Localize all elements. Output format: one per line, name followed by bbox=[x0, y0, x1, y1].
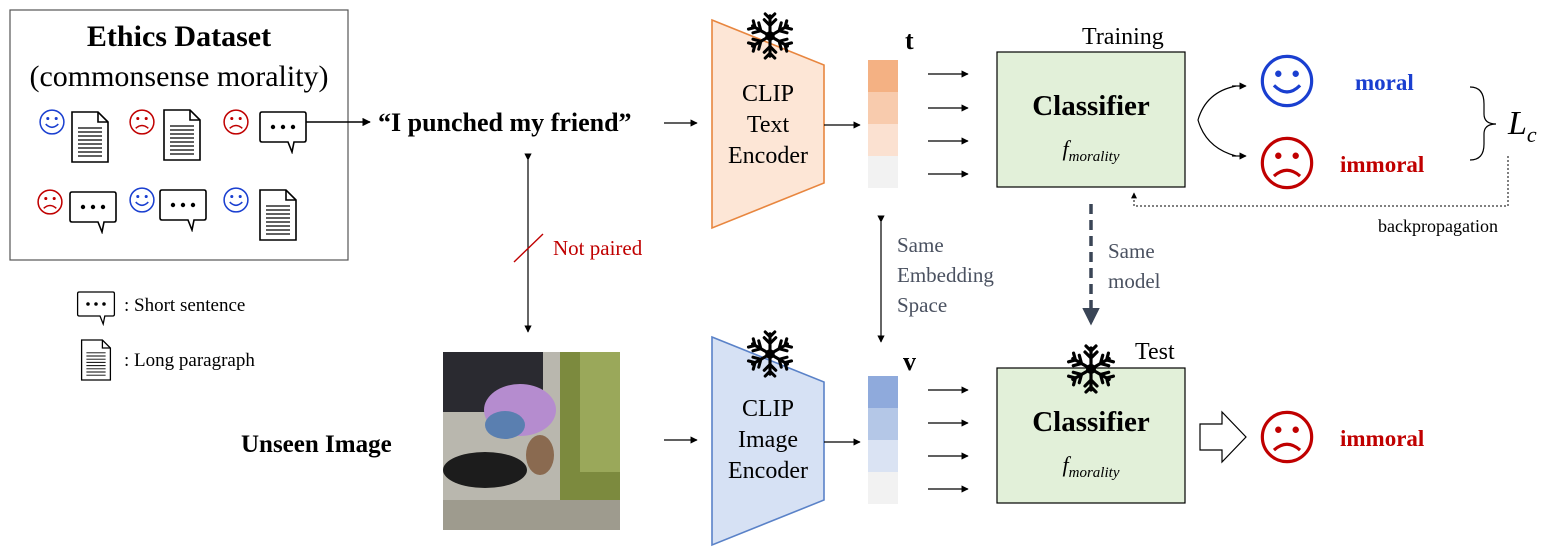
text-encoder-line1: CLIP bbox=[742, 81, 794, 107]
v-to-classifier-arrows bbox=[928, 386, 969, 493]
not-paired-slash bbox=[513, 233, 544, 263]
t-cell-1 bbox=[868, 60, 898, 92]
same-model-line2: model bbox=[1108, 269, 1161, 293]
example-sentence: “I punched my friend” bbox=[378, 108, 632, 137]
happy-face-icon bbox=[1260, 54, 1314, 108]
icon-legend: : Short sentence : Long paragraph bbox=[76, 291, 255, 381]
long-paragraph-icon bbox=[259, 189, 297, 241]
legend-long-paragraph: : Long paragraph bbox=[124, 350, 255, 371]
text-encoder-line3: Encoder bbox=[728, 143, 808, 169]
clip-text-encoder: CLIP Text Encoder bbox=[711, 18, 825, 230]
long-paragraph-icon bbox=[71, 111, 109, 163]
image-encoder-line2: Image bbox=[738, 427, 798, 453]
same-embedding-line2: Embedding bbox=[897, 263, 994, 287]
short-sentence-icon bbox=[76, 291, 116, 325]
classifier-title: Classifier bbox=[1032, 90, 1150, 122]
training-classifier: Classifier fmorality bbox=[996, 51, 1186, 188]
output-brace bbox=[1197, 85, 1237, 157]
same-embedding-line1: Same bbox=[897, 233, 944, 257]
v-vector-label: v bbox=[903, 347, 916, 376]
v-cell-1 bbox=[868, 376, 898, 408]
v-cell-2 bbox=[868, 408, 898, 440]
clip-image-encoder: CLIP Image Encoder bbox=[711, 335, 825, 547]
dataset-title: Ethics Dataset bbox=[87, 20, 271, 53]
classifier-subscript: morality bbox=[1069, 465, 1120, 481]
immoral-label: immoral bbox=[1340, 152, 1424, 177]
loss-symbol: L bbox=[1507, 105, 1527, 142]
svg-text:fmorality: fmorality bbox=[1063, 452, 1120, 481]
same-embedding-line3: Space bbox=[897, 293, 947, 317]
sad-face-icon bbox=[1260, 136, 1314, 190]
t-cell-4 bbox=[868, 156, 898, 188]
image-encoder-line1: CLIP bbox=[742, 396, 794, 422]
sad-face-icon bbox=[1260, 410, 1314, 464]
classifier-function: f bbox=[1063, 452, 1072, 477]
text-encoder-line2: Text bbox=[747, 112, 790, 138]
classifier-function: f bbox=[1063, 136, 1072, 161]
training-label: Training bbox=[1082, 24, 1164, 50]
ethics-dataset-panel: Ethics Dataset (commonsense morality) bbox=[9, 9, 349, 261]
test-label: Test bbox=[1135, 339, 1175, 365]
classifier-subscript: morality bbox=[1069, 149, 1120, 165]
classifier-title: Classifier bbox=[1032, 406, 1150, 438]
backpropagation-arrow bbox=[1131, 156, 1509, 207]
v-embedding-vector bbox=[868, 376, 898, 504]
not-paired-label: Not paired bbox=[553, 236, 643, 260]
loss-brace bbox=[1469, 86, 1497, 161]
svg-text:Lc: Lc bbox=[1507, 105, 1537, 147]
legend-short-sentence: : Short sentence bbox=[124, 295, 245, 316]
unseen-image-photo bbox=[443, 352, 620, 530]
t-cell-2 bbox=[868, 92, 898, 124]
dataset-subtitle: (commonsense morality) bbox=[29, 60, 328, 93]
test-output-arrow bbox=[1199, 410, 1247, 464]
svg-text:fmorality: fmorality bbox=[1063, 136, 1120, 165]
unseen-image-label: Unseen Image bbox=[241, 431, 392, 458]
v-cell-4 bbox=[868, 472, 898, 504]
t-cell-3 bbox=[868, 124, 898, 156]
same-model-line1: Same bbox=[1108, 239, 1155, 263]
t-embedding-vector bbox=[868, 60, 898, 188]
t-vector-label: t bbox=[905, 26, 914, 55]
v-cell-3 bbox=[868, 440, 898, 472]
moral-label: moral bbox=[1355, 70, 1414, 95]
t-to-classifier-arrows bbox=[928, 70, 969, 178]
frozen-snowflake-icon bbox=[748, 14, 792, 58]
loss-subscript: c bbox=[1527, 122, 1537, 147]
backpropagation-label: backpropagation bbox=[1378, 216, 1498, 236]
test-immoral-label: immoral bbox=[1340, 426, 1424, 451]
long-paragraph-icon bbox=[80, 339, 112, 381]
image-encoder-line3: Encoder bbox=[728, 458, 808, 484]
long-paragraph-icon bbox=[163, 109, 201, 161]
